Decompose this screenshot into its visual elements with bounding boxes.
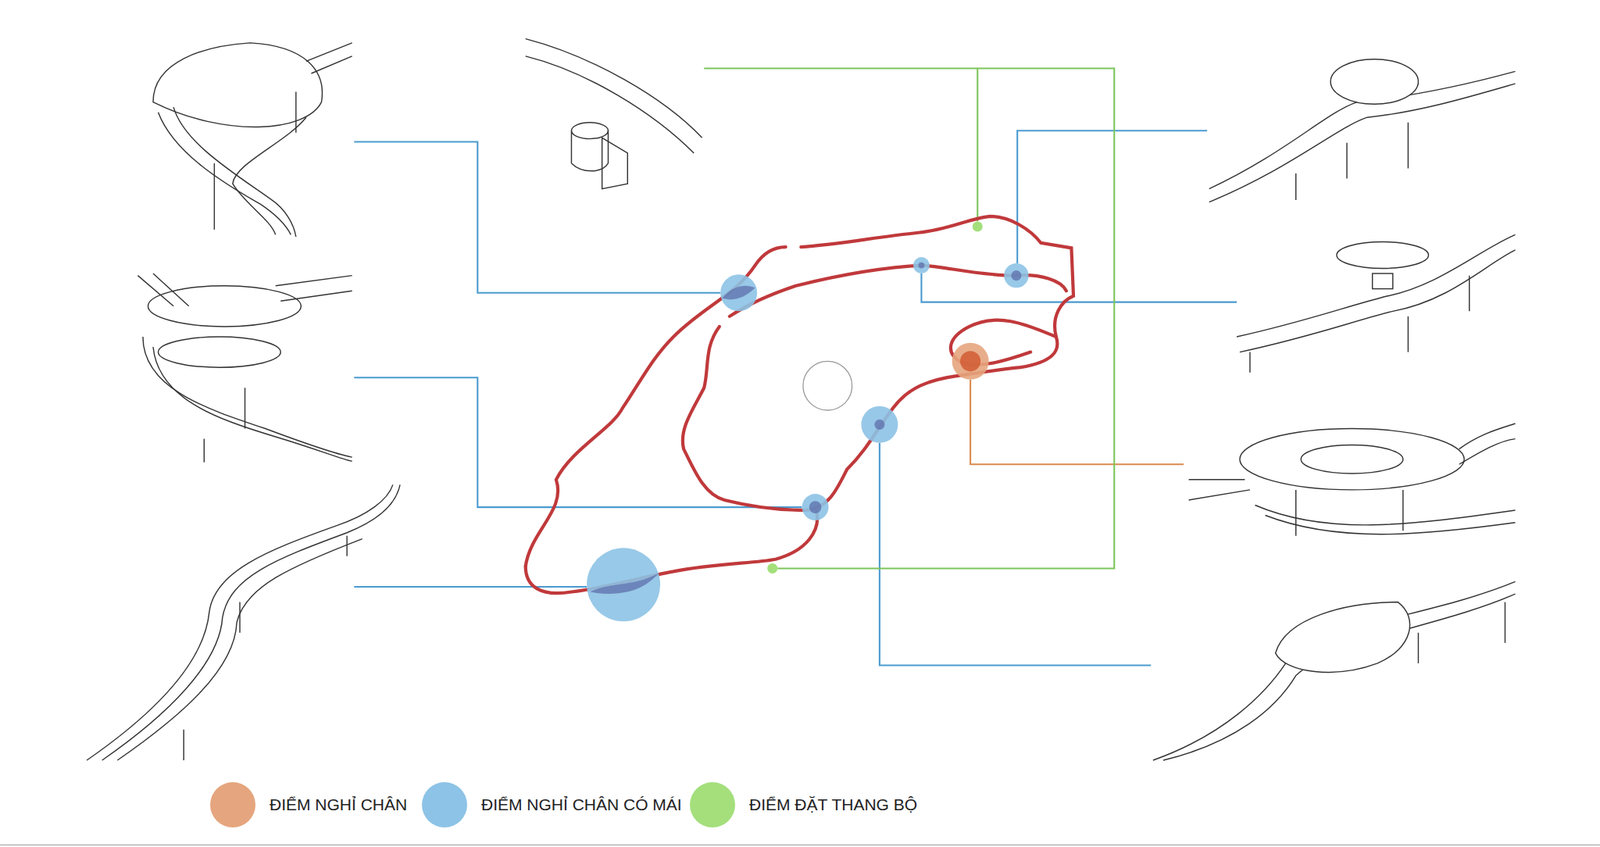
legend-swatch bbox=[210, 782, 256, 828]
legend-item: ĐIỂM ĐẶT THANG BỘ bbox=[689, 782, 918, 828]
legend-item: ĐIỂM NGHỈ CHÂN bbox=[210, 782, 408, 828]
legend-text: ĐIỂM ĐẶT THANG BỘ bbox=[749, 795, 918, 815]
legend-swatch bbox=[689, 782, 736, 828]
legend-item: ĐIỂM NGHỈ CHÂN CÓ MÁI bbox=[421, 782, 683, 828]
legend-swatch bbox=[421, 782, 468, 828]
legend-text: ĐIỂM NGHỈ CHÂN CÓ MÁI bbox=[481, 795, 683, 815]
legend-text: ĐIỂM NGHỈ CHÂN bbox=[269, 795, 408, 815]
